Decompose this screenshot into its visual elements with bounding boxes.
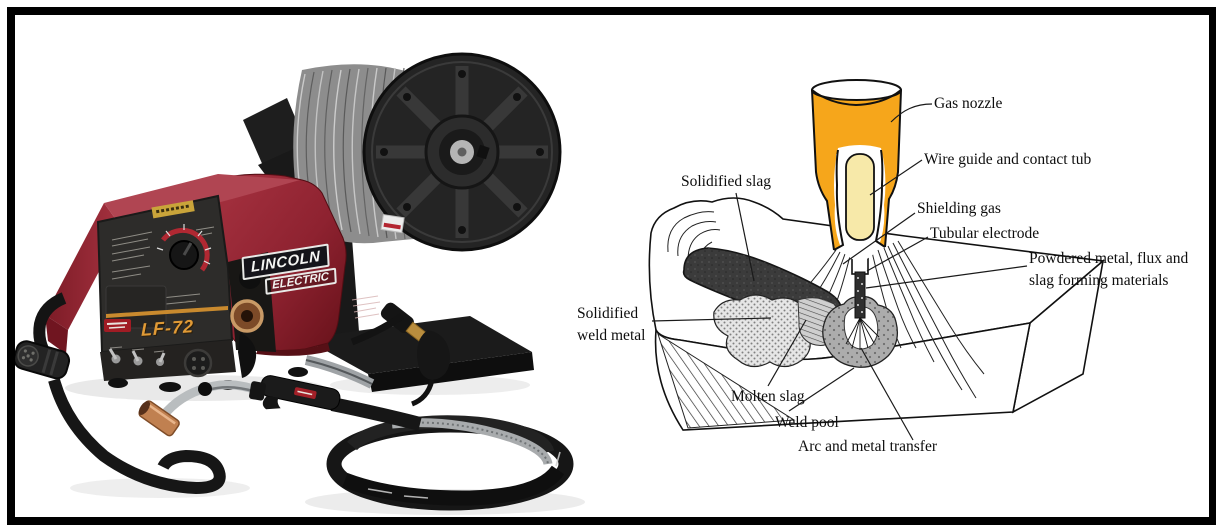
toggle-switches [108,346,166,366]
gas-nozzle-graphic [811,79,902,261]
contact-tube-graphic [845,153,875,241]
cut-face-hatch [657,332,796,429]
label-weld-pool: Weld pool [775,414,839,431]
label-molten-slag: Molten slag [731,388,805,405]
label-gas-nozzle: Gas nozzle [934,95,1003,112]
spool-label [380,213,405,234]
label-shielding-gas: Shielding gas [917,200,1001,217]
model-label: LF-72 [141,316,194,340]
label-powdered-metal: Powdered metal, flux and slag forming ma… [1029,250,1189,289]
arc-graphic [845,317,880,350]
gun-nozzle-tip [138,400,180,437]
feed-speed-knob [156,224,212,272]
warning-label [151,200,195,219]
wire-spool [293,52,562,252]
gun-connector-socket [183,348,213,378]
power-cable [13,292,226,495]
feeder-machine [45,173,381,392]
wire-feeder-photo [13,52,585,515]
label-solidified-slag: Solidified slag [681,173,771,190]
cable-plug [13,340,71,380]
label-tubular-electrode: Tubular electrode [930,225,1040,242]
lincoln-badge-small [104,319,131,332]
label-wire-guide: Wire guide and contact tub [924,151,1092,168]
label-solidified-weld-metal: Solidified weld metal [577,305,646,344]
mig-gun [138,302,574,511]
leader-lines [651,103,1028,441]
label-arc-metal-transfer: Arc and metal transfer [798,438,938,455]
fcaw-diagram [648,79,1105,441]
